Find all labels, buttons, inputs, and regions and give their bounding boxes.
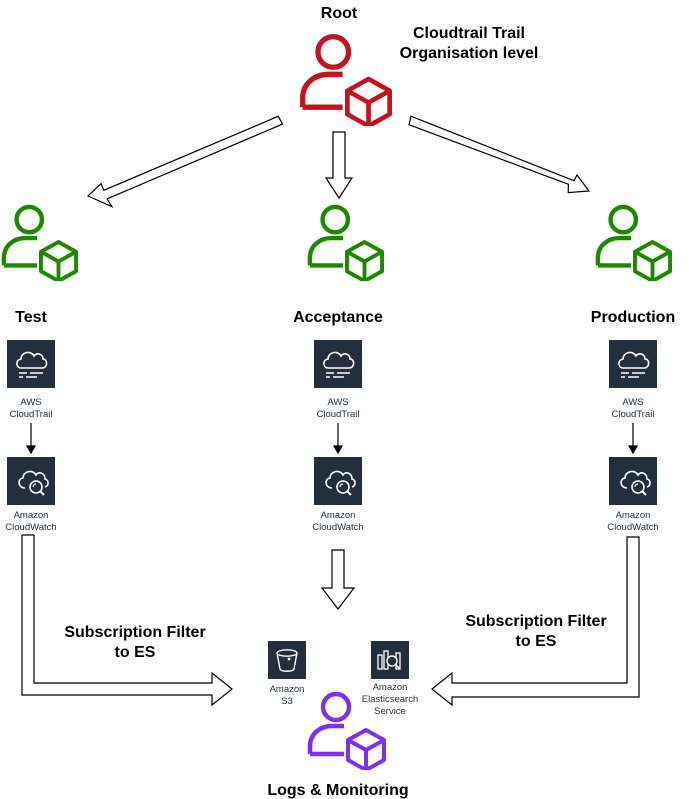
acceptance-trail-to-watch-head (332, 445, 344, 455)
acceptance-cloudwatch-label-1: Amazon (321, 510, 356, 521)
account-name-production: Production (591, 309, 675, 326)
test-cloudtrail-label-2: CloudTrail (10, 409, 53, 420)
subscription-right-line2: to ES (516, 633, 557, 650)
s3-icon (268, 641, 306, 679)
subscription-left-line2: to ES (115, 644, 156, 661)
production-cloudtrail-label-1: AWS (622, 397, 643, 408)
arrow-root-to-acceptance (324, 131, 354, 200)
subscription-right-line1: Subscription Filter (465, 613, 606, 630)
acceptance-cloudtrail-label-2: CloudTrail (317, 409, 360, 420)
test-cloudwatch-icon (7, 457, 55, 505)
acceptance-cloudwatch-icon (314, 457, 362, 505)
production-cloudwatch-label-2: CloudWatch (607, 522, 658, 533)
test-account-icon (4, 207, 76, 281)
arrow-acceptance-to-logs (320, 549, 356, 610)
root-title: Root (321, 5, 358, 22)
subscription-left-line1: Subscription Filter (64, 624, 205, 641)
es-label-2: Elasticsearch (362, 694, 419, 705)
acceptance-cloudtrail-icon (314, 340, 362, 388)
account-name-acceptance: Acceptance (293, 309, 383, 326)
production-trail-to-watch-head (627, 445, 639, 455)
root-note-line2: Organisation level (400, 45, 539, 62)
root-note-line1: Cloudtrail Trail (413, 25, 525, 42)
production-cloudtrail-label-2: CloudTrail (612, 409, 655, 420)
test-cloudtrail-label-1: AWS (20, 397, 41, 408)
s3-label-1: Amazon (270, 684, 305, 695)
es-label-3: Service (374, 706, 406, 717)
arrow-test-to-logs (21, 534, 233, 707)
production-cloudwatch-label-1: Amazon (616, 510, 651, 521)
elasticsearch-icon (371, 641, 409, 679)
acceptance-cloudtrail-label-1: AWS (327, 397, 348, 408)
acceptance-cloudwatch-label-2: CloudWatch (312, 522, 363, 533)
account-name-test: Test (15, 309, 47, 326)
logs-title: Logs & Monitoring (267, 782, 408, 799)
production-cloudwatch-icon (609, 457, 657, 505)
logs-account-icon (310, 694, 384, 770)
s3-label-2: S3 (281, 696, 293, 707)
arrow-production-to-logs (431, 536, 640, 707)
root-account-icon (303, 37, 390, 126)
production-account-icon (598, 207, 670, 281)
acceptance-account-icon (310, 207, 382, 281)
es-label-1: Amazon (373, 682, 408, 693)
test-trail-to-watch-head (25, 445, 37, 455)
test-cloudtrail-icon (7, 340, 55, 388)
test-cloudwatch-label-1: Amazon (14, 510, 49, 521)
arrow-root-to-test (86, 115, 284, 209)
test-cloudwatch-label-2: CloudWatch (5, 522, 56, 533)
arrow-root-to-production (408, 115, 591, 194)
production-cloudtrail-icon (609, 340, 657, 388)
